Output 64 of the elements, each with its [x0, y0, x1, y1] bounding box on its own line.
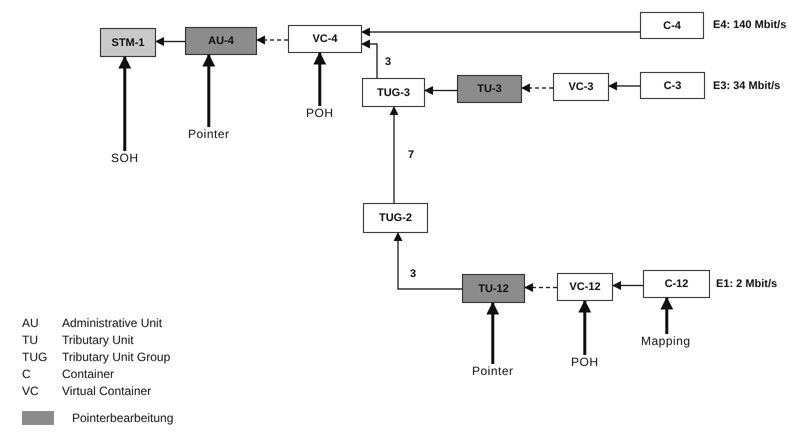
bitrate-label: E4: 140 Mbit/s [713, 19, 786, 31]
process-box [457, 75, 522, 103]
box-label: VC-3 [568, 81, 594, 93]
thick-arrow [202, 54, 216, 127]
input-label: POH [306, 106, 334, 120]
process-box [462, 274, 525, 303]
box-label: VC-4 [312, 33, 338, 45]
arrow [612, 281, 643, 290]
input-label: Pointer [472, 364, 514, 378]
legend-label: Pointerbearbeitung [72, 411, 174, 425]
edge-label: 7 [407, 149, 416, 161]
bitrate-label: E3: 34 Mbit/s [713, 80, 780, 92]
arrow [608, 82, 640, 90]
arrow [394, 232, 462, 290]
thick-arrow [660, 296, 674, 334]
thick-arrow [313, 52, 326, 106]
box-label: VC-12 [569, 281, 601, 293]
arrow [390, 106, 398, 203]
arrow [521, 84, 553, 92]
abbreviation-label: VC [22, 384, 39, 398]
arrow [155, 37, 185, 46]
abbreviation-label: TU [22, 333, 38, 347]
abbreviation-label: C [22, 367, 31, 381]
box-label: TUG-2 [379, 212, 412, 224]
process-box [288, 25, 362, 53]
arrow [256, 36, 288, 44]
input-label: SOH [111, 151, 139, 165]
process-box [553, 73, 609, 101]
box-label: TU-3 [477, 83, 502, 95]
definition-label: Tributary Unit Group [62, 350, 170, 364]
process-box [362, 78, 425, 107]
box-label: C-4 [663, 20, 681, 32]
box-label: TU-12 [478, 282, 509, 294]
input-label: Mapping [641, 334, 691, 348]
arrow [361, 40, 378, 78]
abbreviation-label: TUG [22, 350, 48, 364]
definition-label: Container [62, 367, 114, 381]
process-box [643, 270, 710, 298]
input-label: Pointer [188, 127, 230, 141]
arrow [524, 283, 557, 292]
process-box [557, 273, 613, 301]
definition-label: Tributary Unit [62, 333, 134, 347]
process-box [100, 28, 156, 57]
thick-arrow [578, 300, 592, 355]
edge-label: 3 [409, 268, 418, 280]
arrow [424, 86, 457, 95]
input-label: POH [571, 355, 599, 369]
box-label: AU-4 [208, 35, 234, 47]
bitrate-label: E1: 2 Mbit/s [716, 278, 778, 290]
process-box [363, 203, 428, 233]
definition-label: Virtual Container [62, 384, 152, 398]
process-box [640, 72, 705, 99]
box-label: C-12 [664, 278, 688, 290]
box-label: TUG-3 [377, 86, 410, 98]
thick-arrow [118, 56, 132, 151]
edge-label: 3 [384, 56, 392, 68]
box-label: STM-1 [112, 36, 144, 48]
thick-arrow [486, 302, 500, 364]
definition-label: Administrative Unit [62, 316, 162, 330]
box-label: C-3 [664, 80, 682, 92]
process-box [185, 27, 257, 55]
process-box [640, 12, 704, 39]
abbreviation-label: AU [22, 316, 39, 330]
arrow [361, 28, 640, 36]
